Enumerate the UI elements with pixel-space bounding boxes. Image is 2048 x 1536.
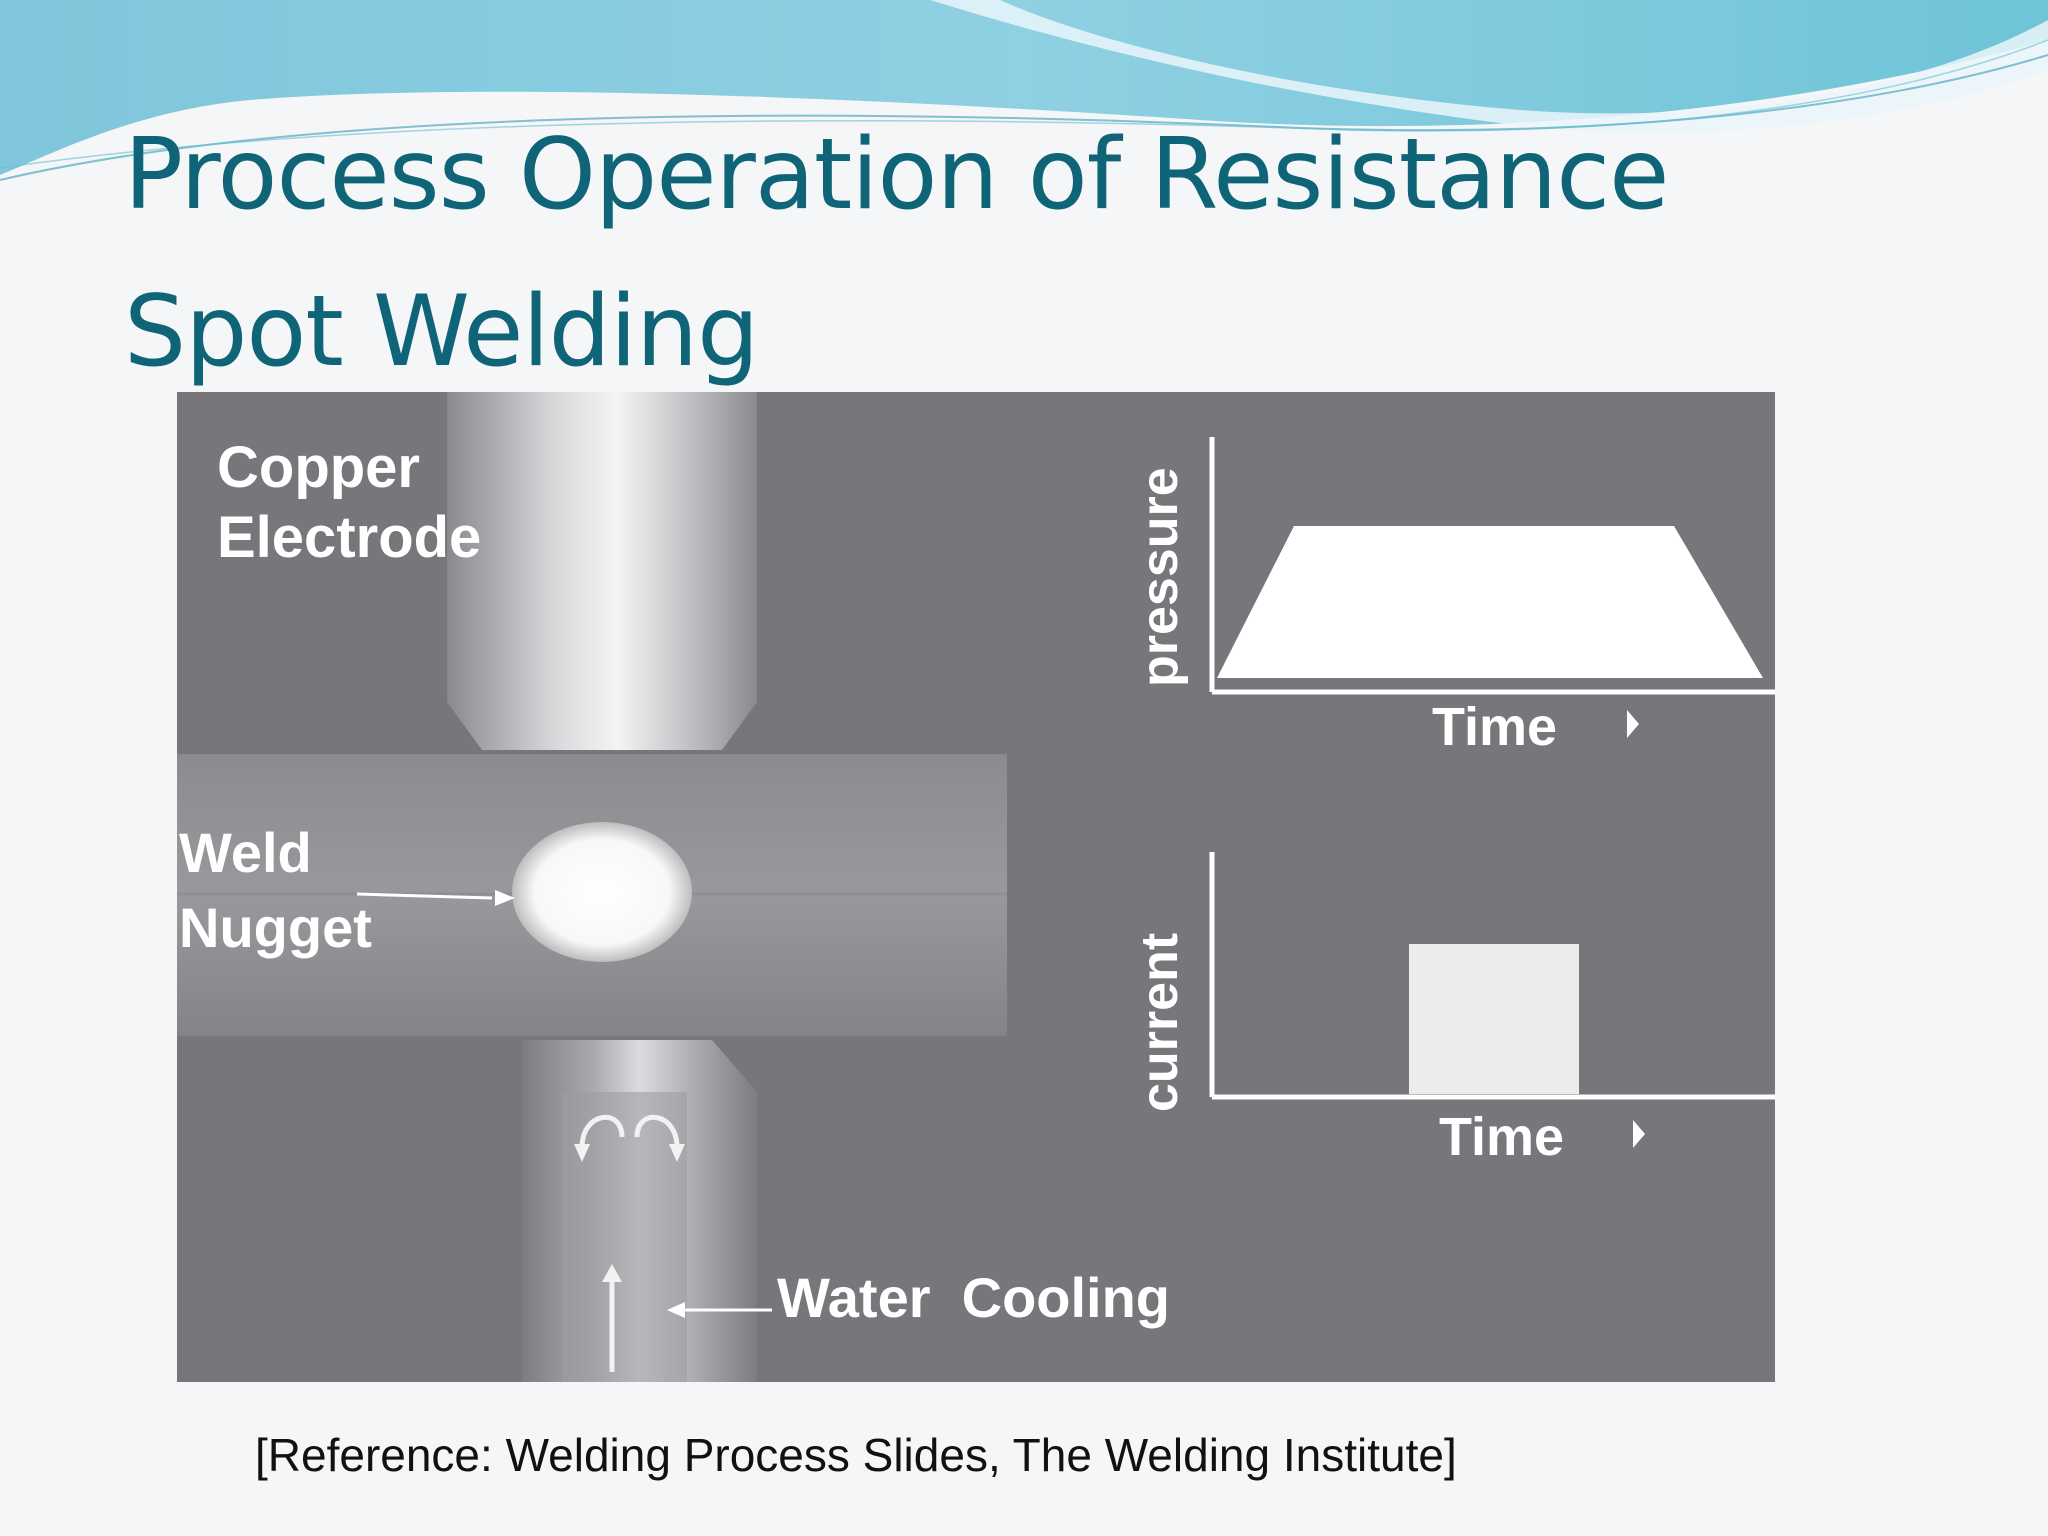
- pressure-time-label: Time: [1432, 697, 1557, 757]
- cooling-swirl-left: [579, 1114, 625, 1148]
- water-cooling-label: Water Cooling: [777, 1266, 1170, 1329]
- upper-electrode: [447, 392, 757, 750]
- current-axis-label: current: [1131, 933, 1189, 1112]
- cooling-swirl-arrowhead: [669, 1144, 685, 1162]
- cooling-flow-arrowhead: [602, 1264, 622, 1282]
- weld-nugget-label-line-2: Nugget: [179, 896, 372, 959]
- reference-caption: [Reference: Welding Process Slides, The …: [255, 1429, 1457, 1481]
- slide-title-line-1: Process Operation of Resistance: [124, 118, 1669, 232]
- wave-line: [0, 39, 2048, 169]
- weld-nugget-label-line-1: Weld: [179, 821, 312, 884]
- pressure-graph: pressure Time: [1131, 437, 1775, 757]
- water-cooling-pointer-arrowhead: [667, 1302, 685, 1318]
- current-pulse: [1409, 944, 1579, 1094]
- weld-nugget-pointer-arrowhead: [495, 890, 515, 906]
- current-time-arrow-icon: [1633, 1120, 1645, 1148]
- weld-nugget: [512, 822, 692, 962]
- wave-line: [0, 54, 2048, 181]
- wave-band: [0, 0, 2048, 175]
- cooling-swirl-right: [634, 1114, 680, 1148]
- pressure-axis-label: pressure: [1131, 467, 1189, 687]
- pressure-time-arrow-icon: [1627, 710, 1639, 738]
- weld-nugget-pointer: [356, 892, 493, 900]
- spot-welding-diagram: Copper Electrode Weld Nugget Water Cooli…: [177, 392, 1775, 1382]
- current-graph: current Time: [1131, 852, 1775, 1167]
- pressure-trapezoid: [1217, 526, 1763, 678]
- cooling-swirl-arrowhead: [574, 1144, 590, 1162]
- header-wave-decoration: [0, 0, 2048, 181]
- cooling-channel: [562, 1092, 687, 1382]
- slide-title-line-2: Spot Welding: [124, 275, 759, 389]
- current-time-label: Time: [1439, 1107, 1564, 1167]
- copper-electrode-label-line-2: Electrode: [217, 505, 481, 570]
- copper-electrode-label-line-1: Copper: [217, 435, 420, 500]
